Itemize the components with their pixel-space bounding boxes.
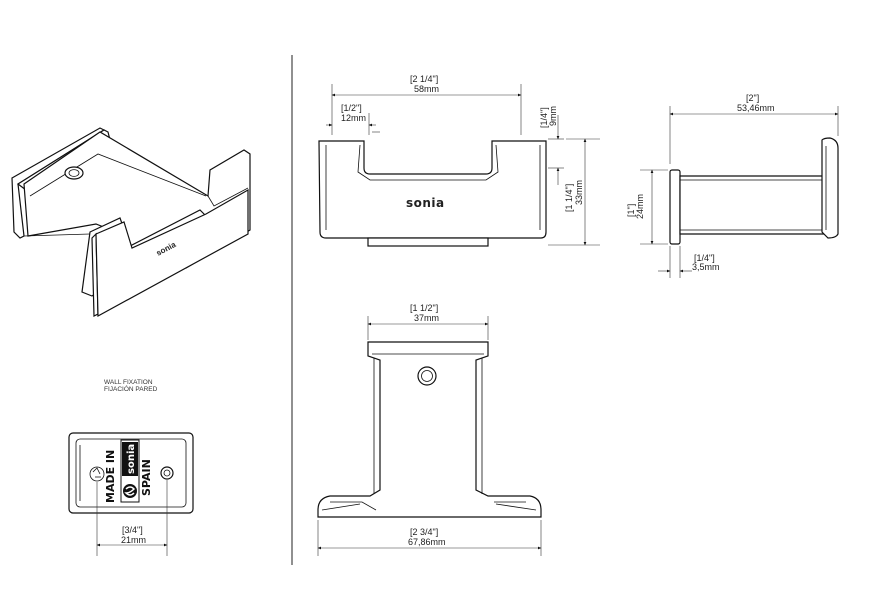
dim-depth-inch: [2"]	[746, 93, 759, 103]
dim-height-inch: [1 1/4"]	[564, 184, 574, 212]
dim-side-height-mm: 24mm	[635, 194, 645, 219]
dim-top-width-mm: 37mm	[414, 313, 439, 323]
dim-base-width-inch: [2 3/4"]	[410, 527, 438, 537]
wall-plate-view: MADE IN sonia SPAIN [3/4"] 21mm	[68, 432, 194, 556]
stamp-brand: sonia	[126, 444, 137, 474]
dim-side-height-inch: [1"]	[626, 204, 636, 217]
top-view: [1 1/2"] 37mm [2 3/4"] 67,86mm	[317, 303, 542, 556]
wall-fixation-label: WALL FIXATION	[104, 379, 153, 386]
front-brand-text: sonia	[406, 196, 445, 210]
dim-fix-spacing-inch: [3/4"]	[122, 525, 143, 535]
dim-width-total-mm: 58mm	[414, 84, 439, 94]
dim-edge-mm: 12mm	[341, 113, 366, 123]
made-in-spain-stamp: MADE IN sonia SPAIN	[89, 439, 153, 503]
dim-slot-depth-inch: [1/4"]	[539, 107, 549, 128]
dim-width-total-inch: [2 1/4"]	[410, 74, 438, 84]
dim-edge-inch: [1/2"]	[341, 103, 362, 113]
dim-height-mm: 33mm	[574, 180, 584, 205]
dim-plate-thickness-mm: 3,5mm	[692, 262, 720, 272]
isometric-view: sonia	[11, 127, 251, 317]
stamp-spain: SPAIN	[140, 459, 153, 496]
dim-fix-spacing-mm: 21mm	[121, 535, 146, 545]
dim-slot-depth-mm: 9mm	[548, 106, 558, 126]
dim-base-width-mm: 67,86mm	[408, 537, 446, 547]
dim-plate-thickness-inch: [1/4"]	[694, 253, 715, 263]
stamp-made-in: MADE IN	[104, 450, 117, 503]
fijacion-pared-label: FIJACIÓN PARED	[104, 384, 158, 393]
side-view: [2"] 53,46mm [1"] 24mm [1/4"] 3,5mm	[626, 93, 839, 278]
dim-depth-mm: 53,46mm	[737, 103, 775, 113]
dim-top-width-inch: [1 1/2"]	[410, 303, 438, 313]
front-view: sonia [2 1/4"] 58mm [1/2"] 12mm [1/4"] 9…	[318, 74, 600, 247]
